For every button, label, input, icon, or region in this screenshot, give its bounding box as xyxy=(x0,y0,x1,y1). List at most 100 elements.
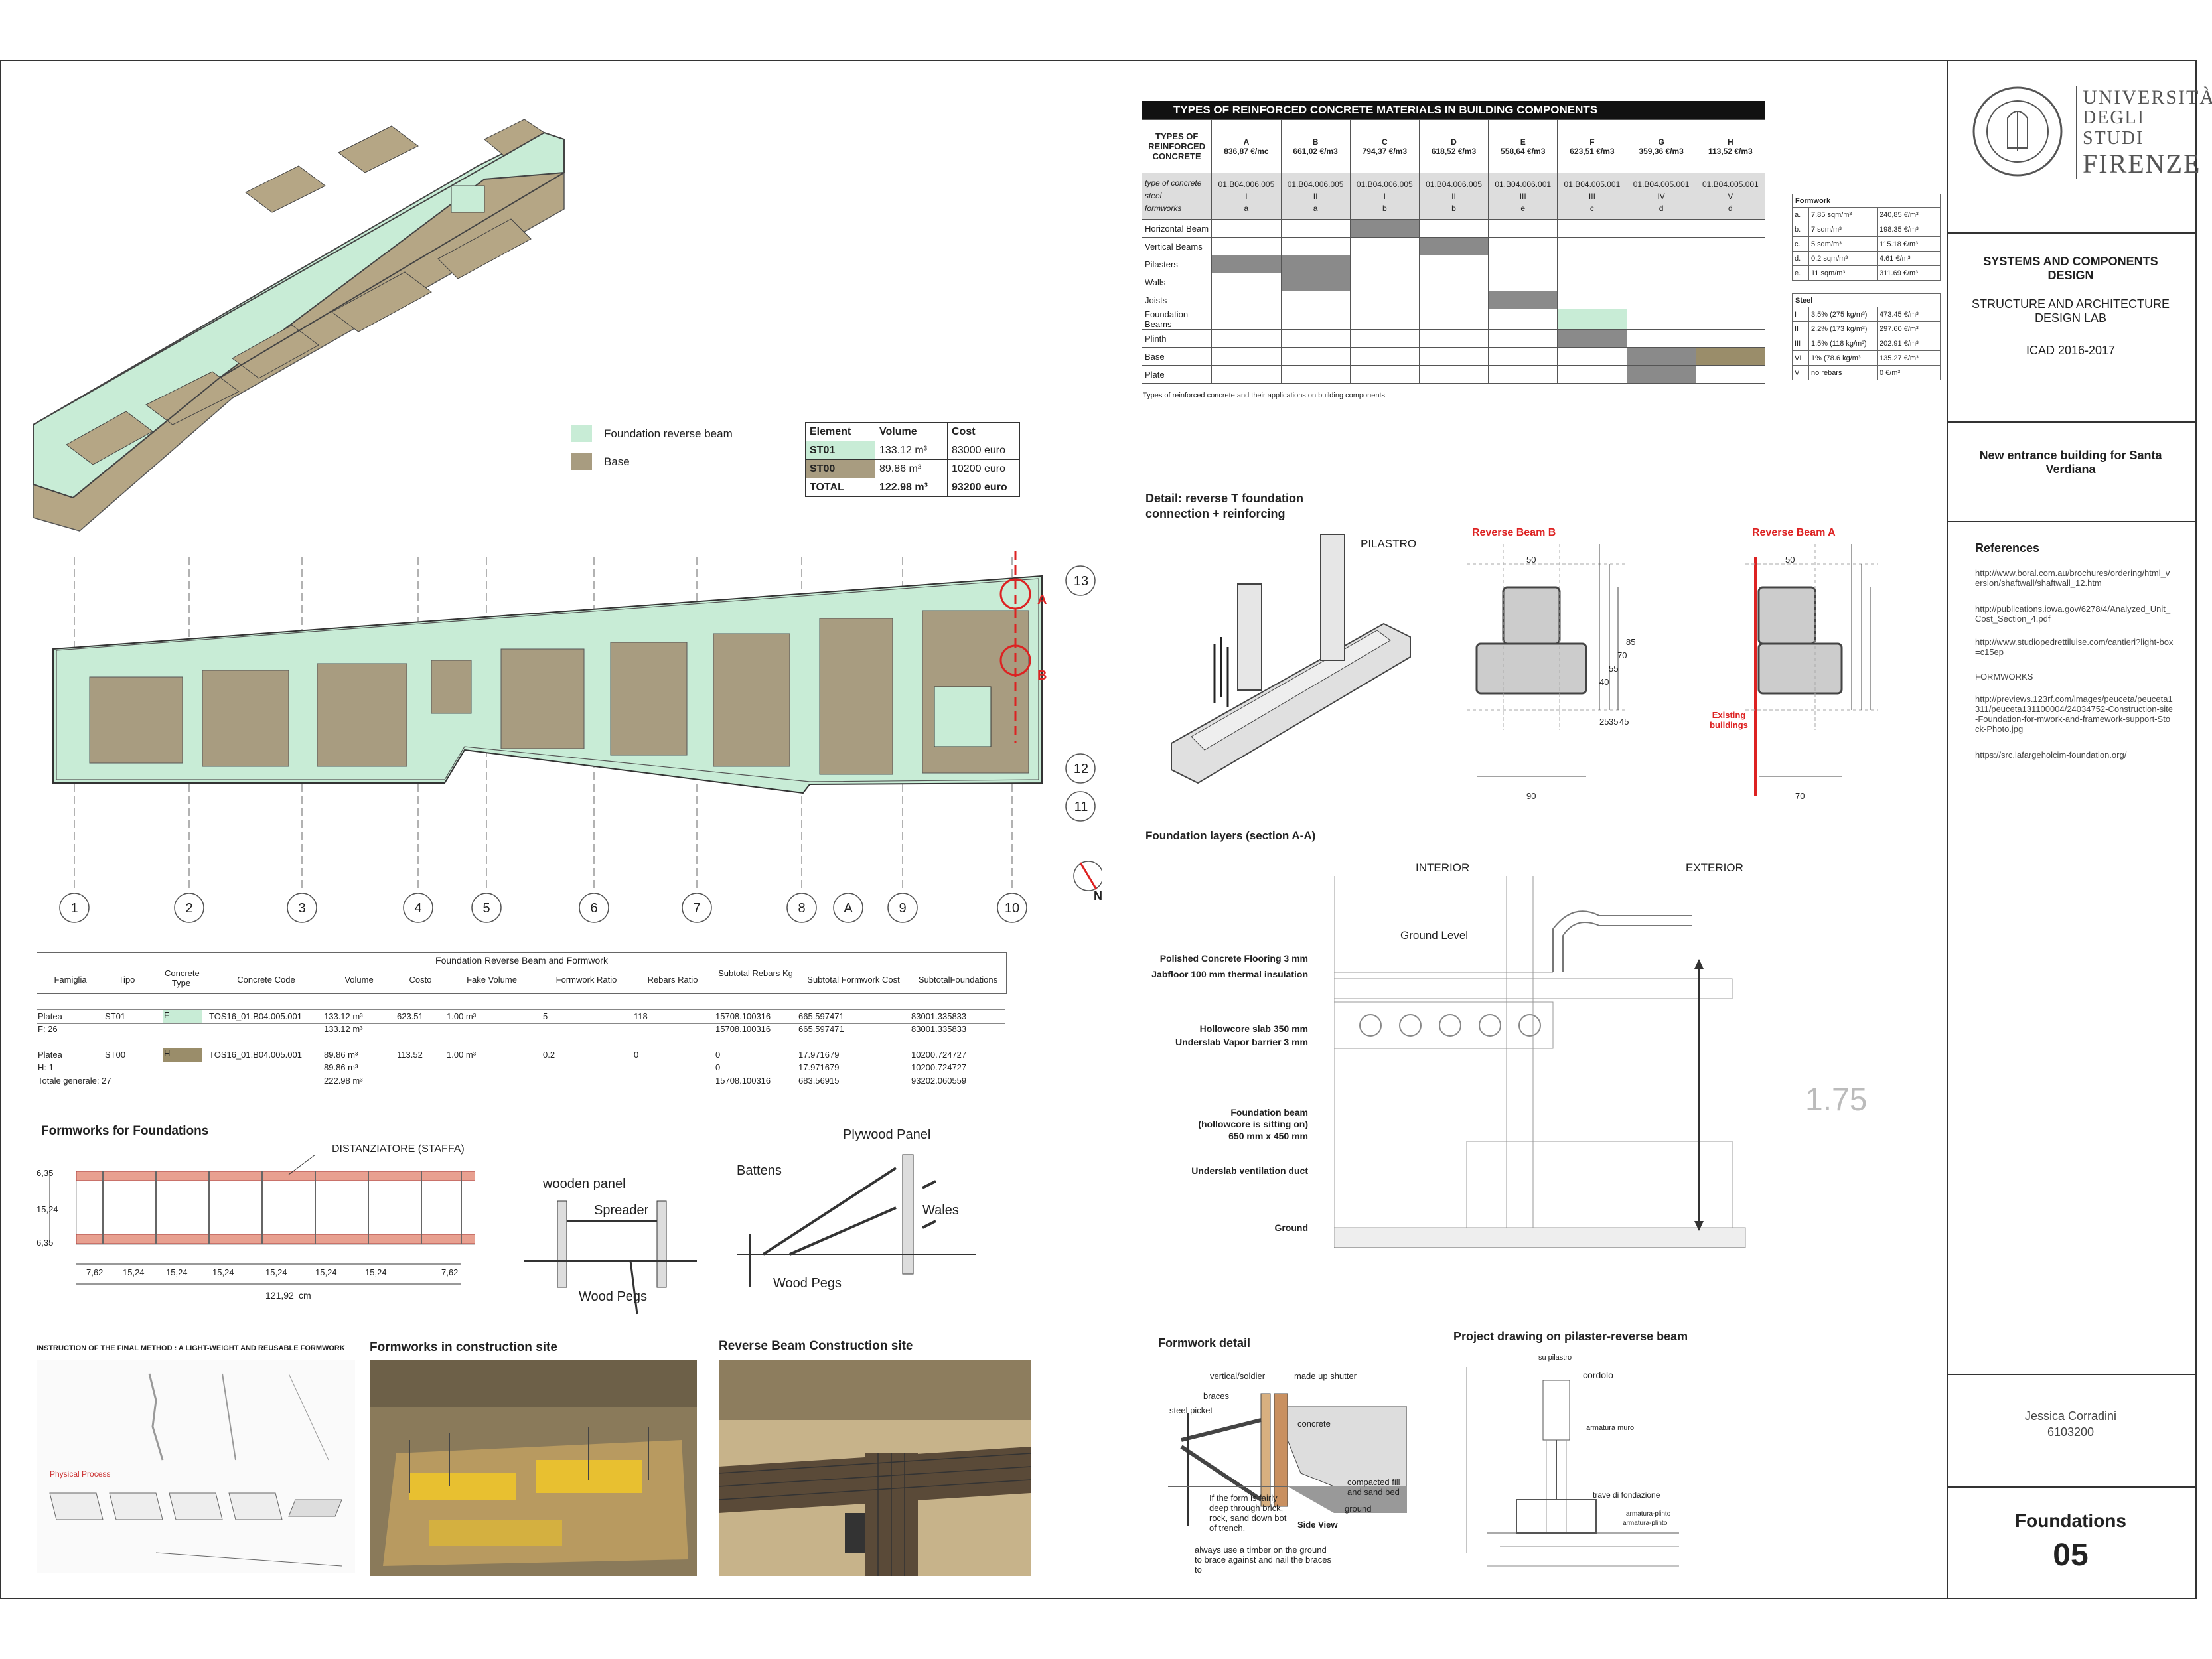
reference-formworks-label: FORMWORKS xyxy=(1975,672,2033,682)
existing-buildings-label: Existing buildings xyxy=(1710,710,1748,730)
instruction-diagram: Physical Process xyxy=(37,1360,355,1573)
construction-photo-2 xyxy=(719,1360,1031,1576)
r1-sub-foundations: 83001.335833 xyxy=(911,1011,967,1021)
reverse-beam-a-title: Reverse Beam A xyxy=(1752,527,1836,538)
grid-10: 10 xyxy=(1004,901,1020,916)
university-seal-icon xyxy=(1972,86,2063,177)
reference-5[interactable]: https://src.lafargeholcim-foundation.org… xyxy=(1975,750,2127,760)
fw-c-key: c. xyxy=(1792,236,1809,252)
schedule: Foundation Reverse Beam and Formwork Fam… xyxy=(37,952,1007,1093)
hdr-subtotal-formwork: Subtotal Formwork Cost xyxy=(807,975,900,985)
uni-line2: DEGLI STUDI xyxy=(2083,108,2145,149)
schedule-title: Foundation Reverse Beam and Formwork xyxy=(37,952,1007,968)
height-dim: 1.75 xyxy=(1805,1082,1868,1118)
hdr-costo: Costo xyxy=(409,975,432,985)
reverse-beam-b-section xyxy=(1467,544,1626,777)
col-g-price: 359,36 €/m3 xyxy=(1639,146,1684,156)
spreader-label: Spreader xyxy=(594,1203,649,1218)
pd-trave-fondazione: trave di fondazione xyxy=(1593,1490,1660,1500)
construction-photo-1 xyxy=(370,1360,697,1576)
schedule-row-st01: Platea ST01 F TOS16_01.B04.005.001 133.1… xyxy=(37,1009,1005,1024)
total-rebars: 15708.100316 xyxy=(715,1076,771,1086)
r2-code: TOS16_01.B04.005.001 xyxy=(209,1050,302,1060)
col-d-steel: II xyxy=(1451,191,1456,201)
col-d-price: 618,52 €/m3 xyxy=(1431,146,1477,156)
sub-f-label: F: 26 xyxy=(38,1024,58,1034)
sub-h-formwork: 17.971679 xyxy=(798,1062,840,1072)
dim-total: 121,92 xyxy=(265,1290,294,1301)
svg-text:Physical Process: Physical Process xyxy=(50,1469,110,1479)
fd-if-form-deep: If the form is fairly deep through brick… xyxy=(1209,1493,1287,1533)
reference-2[interactable]: http://publications.iowa.gov/6278/4/Anal… xyxy=(1975,604,2171,624)
hdr-famiglia: Famiglia xyxy=(54,975,87,985)
sub-h-rebars: 0 xyxy=(715,1062,721,1072)
sheet-frame xyxy=(0,60,2197,1599)
hdr-subtotal-rebars: Subtotal Rebars Kg xyxy=(718,968,793,978)
fw-b-key: b. xyxy=(1792,222,1809,237)
reference-4[interactable]: http://previews.123rf.com/images/peuceta… xyxy=(1975,694,2174,734)
plywood-label: Plywood Panel xyxy=(843,1127,931,1142)
reference-1[interactable]: http://www.boral.com.au/brochures/orderi… xyxy=(1975,568,2170,588)
vdim-45: 45 xyxy=(1619,717,1629,727)
st-4-ratio: 1% (78.6 kg/m³ xyxy=(1808,350,1878,366)
col-g-letter: G xyxy=(1658,137,1664,147)
element-st01: ST01 xyxy=(805,441,875,460)
col-d-form: b xyxy=(1451,203,1456,213)
col-c-letter: C xyxy=(1381,137,1388,147)
hdr-fake-volume: Fake Volume xyxy=(467,975,517,985)
r1-sub-formwork: 665.597471 xyxy=(798,1011,844,1021)
col-f-price: 623,51 €/m3 xyxy=(1570,146,1615,156)
r1-code: TOS16_01.B04.005.001 xyxy=(209,1011,302,1021)
r2-rebars-ratio: 0 xyxy=(634,1050,639,1060)
materials-table-title: TYPES OF REINFORCED CONCRETE MATERIALS I… xyxy=(1142,101,1765,119)
element-cost-table: Element Volume Cost ST01 133.12 m³ 83000… xyxy=(805,422,1020,497)
r1-sub-rebars: 15708.100316 xyxy=(715,1011,771,1021)
sub-f-volume: 133.12 m³ xyxy=(324,1024,363,1034)
grid-3: 3 xyxy=(298,901,306,916)
st-4-key: VI xyxy=(1792,350,1809,366)
wales-label: Wales xyxy=(922,1203,959,1218)
detail-reverse-title: Detail: reverse T foundation connection … xyxy=(1145,492,1304,521)
fw-d-area: 0.2 sqm/m³ xyxy=(1808,251,1878,266)
vdim-35: 35 xyxy=(1609,717,1619,727)
fd-vertical-soldier: vertical/soldier xyxy=(1210,1371,1266,1381)
hdr-concrete-type: Concrete Type xyxy=(165,968,200,988)
schedule-subtotal-f: F: 26 133.12 m³ 15708.100316 665.597471 … xyxy=(37,1024,1005,1036)
cost-header: Cost xyxy=(947,422,1020,441)
total-foundations: 93202.060559 xyxy=(911,1076,967,1086)
col-g-code: 01.B04.005.001 xyxy=(1633,179,1690,189)
col-a-steel: I xyxy=(1245,191,1248,201)
col-e-code: 01.B04.006.001 xyxy=(1495,179,1552,189)
axonometric-view xyxy=(33,119,565,532)
layer-ground: Ground xyxy=(1274,1222,1308,1233)
sub-formworks-label: formworks xyxy=(1145,204,1182,214)
legend-label-beam: Foundation reverse beam xyxy=(604,427,733,440)
sub-type-label: type of concrete xyxy=(1145,178,1202,188)
formworks-title: Formworks for Foundations xyxy=(41,1124,209,1138)
st-2-cost: 297.60 €/m³ xyxy=(1877,321,1941,336)
pd-armatura-muro: armatura muro xyxy=(1586,1424,1635,1432)
grid-6: 6 xyxy=(590,901,598,916)
layer-beam-size: 650 mm x 450 mm xyxy=(1228,1131,1308,1141)
schedule-header-row: Famiglia Tipo Concrete Type Concrete Cod… xyxy=(37,967,1007,994)
schedule-grand-total: Totale generale: 27 222.98 m³ 15708.1003… xyxy=(37,1076,1005,1088)
row-plinth: Plinth xyxy=(1141,329,1213,348)
materials-caption: Types of reinforced concrete and their a… xyxy=(1143,392,1386,399)
col-a-price: 836,87 €/mc xyxy=(1224,146,1269,156)
dim-6: 15,24 xyxy=(315,1267,337,1277)
reference-3[interactable]: http://www.studiopedrettiluise.com/canti… xyxy=(1975,637,2174,657)
col-h-steel: V xyxy=(1728,191,1733,201)
grid-a: A xyxy=(844,901,853,916)
r1-famiglia: Platea xyxy=(38,1011,62,1021)
tb-divider-3 xyxy=(1947,521,2197,522)
col-h-form: d xyxy=(1728,203,1733,213)
r1-fake-volume: 1.00 m³ xyxy=(447,1011,477,1021)
r1-costo: 623.51 xyxy=(397,1011,423,1021)
row-plate: Plate xyxy=(1141,365,1213,384)
hdr-formwork-ratio: Formwork Ratio xyxy=(555,975,617,985)
beam-b-top-dim: 50 xyxy=(1526,555,1536,565)
sub-f-foundations: 83001.335833 xyxy=(911,1024,967,1034)
